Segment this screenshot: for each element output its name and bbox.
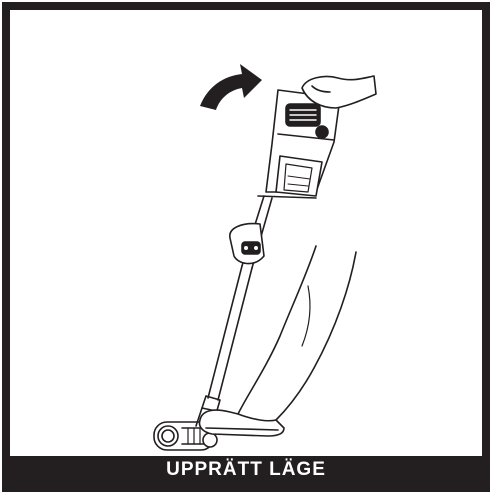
curved-arrow-icon	[200, 64, 262, 110]
upright-vacuum-illustration	[16, 16, 492, 470]
leg	[238, 246, 356, 420]
wand-coupling	[230, 224, 264, 264]
caption-bar: UPPRÄTT LÄGE	[10, 456, 482, 484]
shoe	[200, 410, 285, 436]
caption-label: UPPRÄTT LÄGE	[166, 459, 326, 481]
